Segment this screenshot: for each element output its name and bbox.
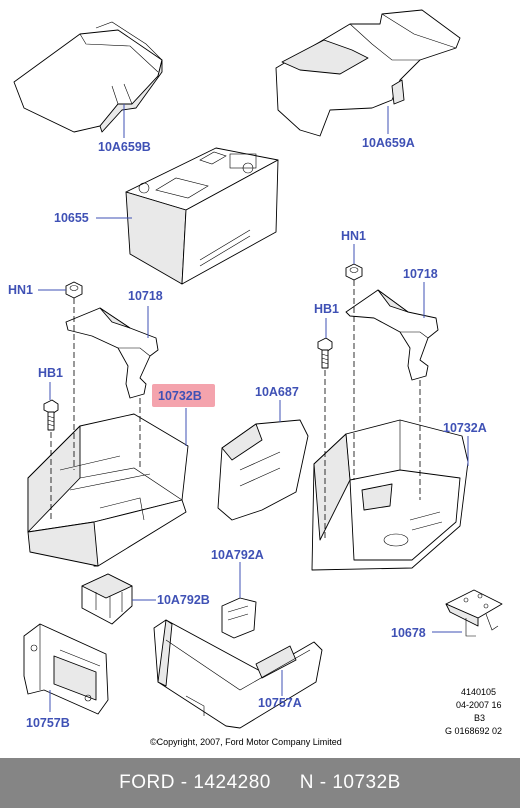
bolt-hb1-left xyxy=(43,399,59,431)
exploded-parts-diagram: 10A659B 10A659A 10655 HN1 10718 xyxy=(8,9,503,747)
battery-tray-10732a xyxy=(311,419,469,571)
bracket-10718-right xyxy=(345,289,439,381)
copyright-text: ©Copyright, 2007, Ford Motor Company Lim… xyxy=(150,737,342,747)
label-10a659a: 10A659A xyxy=(362,136,415,150)
label-hb1-left: HB1 xyxy=(38,366,63,380)
nut-hn1-left xyxy=(65,281,83,299)
ref-line-1: 4140105 xyxy=(461,687,496,697)
label-10a659b: 10A659B xyxy=(98,140,151,154)
label-10757b: 10757B xyxy=(26,716,70,730)
battery-10655 xyxy=(125,147,279,285)
label-10a792a: 10A792A xyxy=(211,548,264,562)
bracket-10718-left xyxy=(65,307,159,399)
label-10718-left: 10718 xyxy=(128,289,163,303)
label-hn1-right: HN1 xyxy=(341,229,366,243)
label-10718-right: 10718 xyxy=(403,267,438,281)
label-10732b: 10732B xyxy=(158,389,202,403)
heat-shield-10a687 xyxy=(217,419,309,521)
bracket-10757a xyxy=(153,619,323,729)
label-10655: 10655 xyxy=(54,211,89,225)
highlight-10732b xyxy=(152,384,215,407)
nut-hn1-right xyxy=(345,263,363,281)
clip-10a792a xyxy=(221,597,257,639)
ref-line-2: 04-2007 16 xyxy=(456,700,502,710)
clip-10678 xyxy=(445,589,503,637)
label-10a687: 10A687 xyxy=(255,385,299,399)
label-hb1-right: HB1 xyxy=(314,302,339,316)
ref-line-4: G 0168692 02 xyxy=(445,726,502,736)
battery-cover-10a659a xyxy=(275,9,461,137)
bracket-10757b xyxy=(23,623,109,715)
footer-part-number: FORD - 1424280 N - 10732B xyxy=(119,772,401,793)
clip-10a792b xyxy=(81,573,133,625)
label-10a792b: 10A792B xyxy=(157,593,210,607)
ref-line-3: B3 xyxy=(474,713,485,723)
battery-cover-10a659b xyxy=(13,21,163,133)
label-10678: 10678 xyxy=(391,626,426,640)
footer-bar: FORD - 1424280 N - 10732B xyxy=(0,758,520,808)
battery-tray-10732b xyxy=(27,413,189,567)
label-10732a: 10732A xyxy=(443,421,487,435)
bolt-hb1-right xyxy=(317,337,333,369)
label-10757a: 10757A xyxy=(258,696,302,710)
label-hn1-left: HN1 xyxy=(8,283,33,297)
